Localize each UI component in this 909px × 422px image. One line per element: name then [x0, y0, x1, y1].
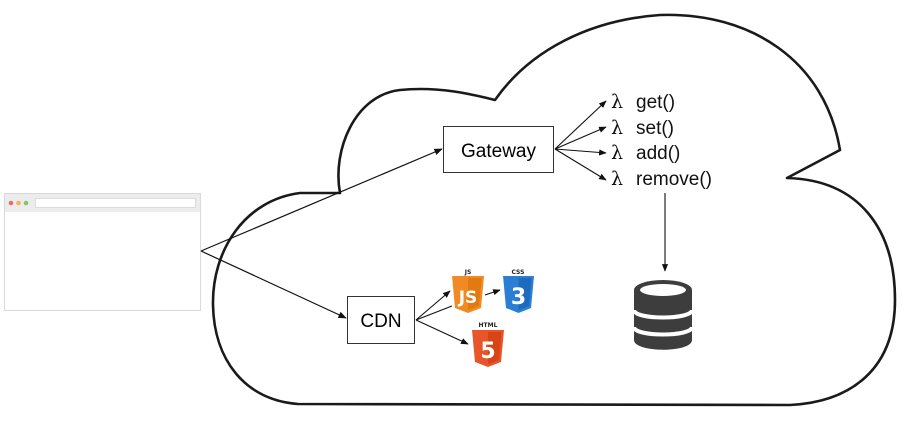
maximize-dot-icon [23, 200, 29, 206]
css-glyph: 3 [511, 285, 526, 310]
browser-window [4, 193, 201, 311]
lambda-icon: λ [611, 168, 623, 190]
lambda-function-list: λ get() λ set() λ add() λ remove() [611, 91, 712, 190]
edge-cdn-js-lower [415, 305, 453, 321]
edge-gateway-add [554, 148, 607, 156]
function-item-get: λ get() [611, 91, 675, 113]
function-label: get() [636, 92, 675, 113]
gateway-node: Gateway [443, 126, 554, 173]
function-item-add: λ add() [611, 142, 680, 164]
gateway-label: Gateway [461, 141, 536, 162]
close-dot-icon [8, 200, 14, 206]
function-label: add() [636, 143, 680, 164]
css3-logo-icon: CSS 3 [503, 269, 534, 313]
function-label: set() [636, 118, 674, 139]
html5-logo-icon: HTML 5 [472, 322, 504, 367]
html-glyph: 5 [480, 339, 495, 364]
js-caption: JS [464, 269, 472, 276]
edge-gateway-remove [554, 148, 607, 181]
cdn-node: CDN [347, 296, 415, 344]
lambda-icon: λ [611, 91, 623, 113]
edge-cdn-html [415, 319, 469, 345]
lambda-icon: λ [611, 117, 623, 139]
function-item-remove: λ remove() [611, 168, 712, 190]
css-caption: CSS [512, 269, 525, 276]
address-bar [35, 198, 196, 208]
html-caption: HTML [479, 322, 498, 329]
minimize-dot-icon [16, 200, 21, 206]
edge-browser-gateway [200, 148, 443, 252]
edge-js-css [484, 289, 501, 296]
edge-gateway-get [554, 100, 607, 150]
js-glyph: JS [458, 288, 478, 308]
javascript-logo-icon: JS JS [452, 269, 484, 313]
database-icon [632, 280, 694, 350]
cdn-label: CDN [360, 311, 401, 332]
edge-gateway-set [554, 126, 607, 150]
edge-browser-cdn [200, 250, 347, 319]
function-item-set: λ set() [611, 117, 674, 139]
lambda-icon: λ [611, 142, 623, 164]
edge-cdn-js [415, 290, 451, 321]
cloud-outline [211, 13, 897, 407]
function-label: remove() [636, 169, 712, 190]
